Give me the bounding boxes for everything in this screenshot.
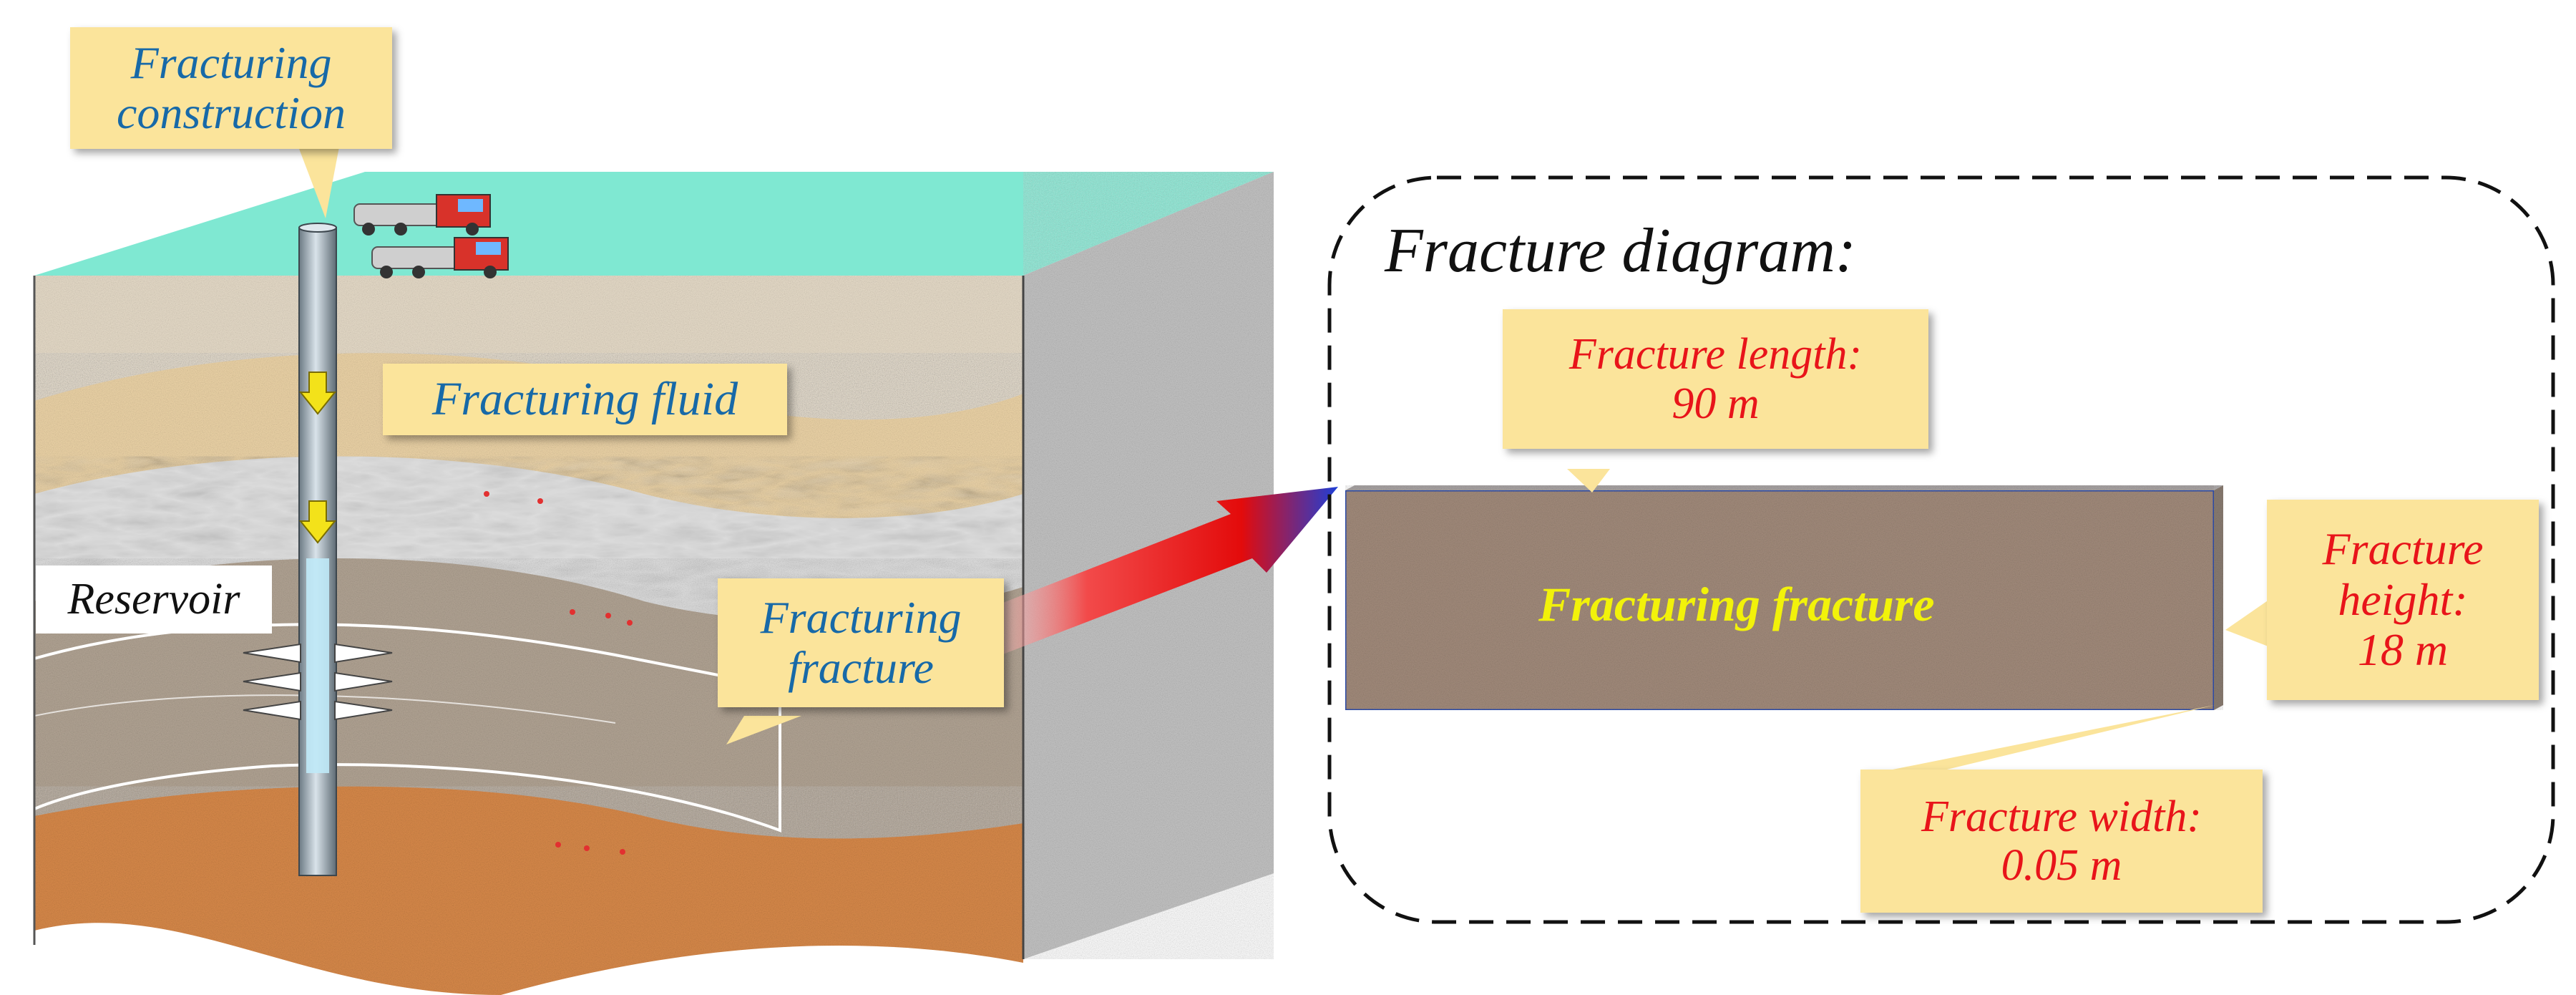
callout-fracture-height: Fracture height: 18 m [2267,500,2539,700]
perforation-marks [484,491,633,855]
ground-surface [34,172,1274,276]
callout-fracturing-construction: Fracturing construction [70,27,392,149]
fracture-height-line2: height: [2338,573,2468,625]
callout-fracture-length: Fracture length: 90 m [1503,309,1928,449]
callout-fracturing-fracture-left: Fracturing fracture [718,578,1004,707]
callout-fracture-left-line1: Fracturing [760,591,962,643]
flow-arrow-icon [298,500,337,544]
fracture-width-label: Fracture width: [1921,792,2202,841]
fracturing-fracture-label: Fracturing fracture [1538,577,1935,631]
fracture-height-line1: Fracture [2322,523,2484,575]
callout-construction-line1: Fracturing [130,37,332,88]
layer-orange [34,786,1023,995]
diagram-title: Fracture diagram: [1385,216,1857,286]
callout-construction-line2: construction [117,87,346,138]
callout-fluid-text: Fracturing fluid [431,372,738,425]
callout-reservoir: Reservoir [36,566,272,634]
callout-reservoir-text: Reservoir [67,575,240,624]
flow-arrow-icon [298,372,337,415]
callout-fracture-width: Fracture width: 0.05 m [1860,770,2263,913]
fracturing-trucks [353,194,509,278]
zoom-arrow [952,487,1338,666]
fracture-diagram-frame [1327,175,2555,924]
fracture-length-value: 90 m [1672,379,1760,428]
fracture-length-label: Fracture length: [1568,330,1863,379]
wellbore-pipe [298,227,337,876]
fracture-height-value: 18 m [2357,624,2449,676]
fracture-slab [1344,485,2223,712]
fracture-wings [243,643,393,721]
callout-fracture-left-line2: fracture [788,642,934,693]
fracture-width-value: 0.05 m [2001,841,2122,890]
callout-fracturing-fluid: Fracturing fluid [383,364,787,435]
